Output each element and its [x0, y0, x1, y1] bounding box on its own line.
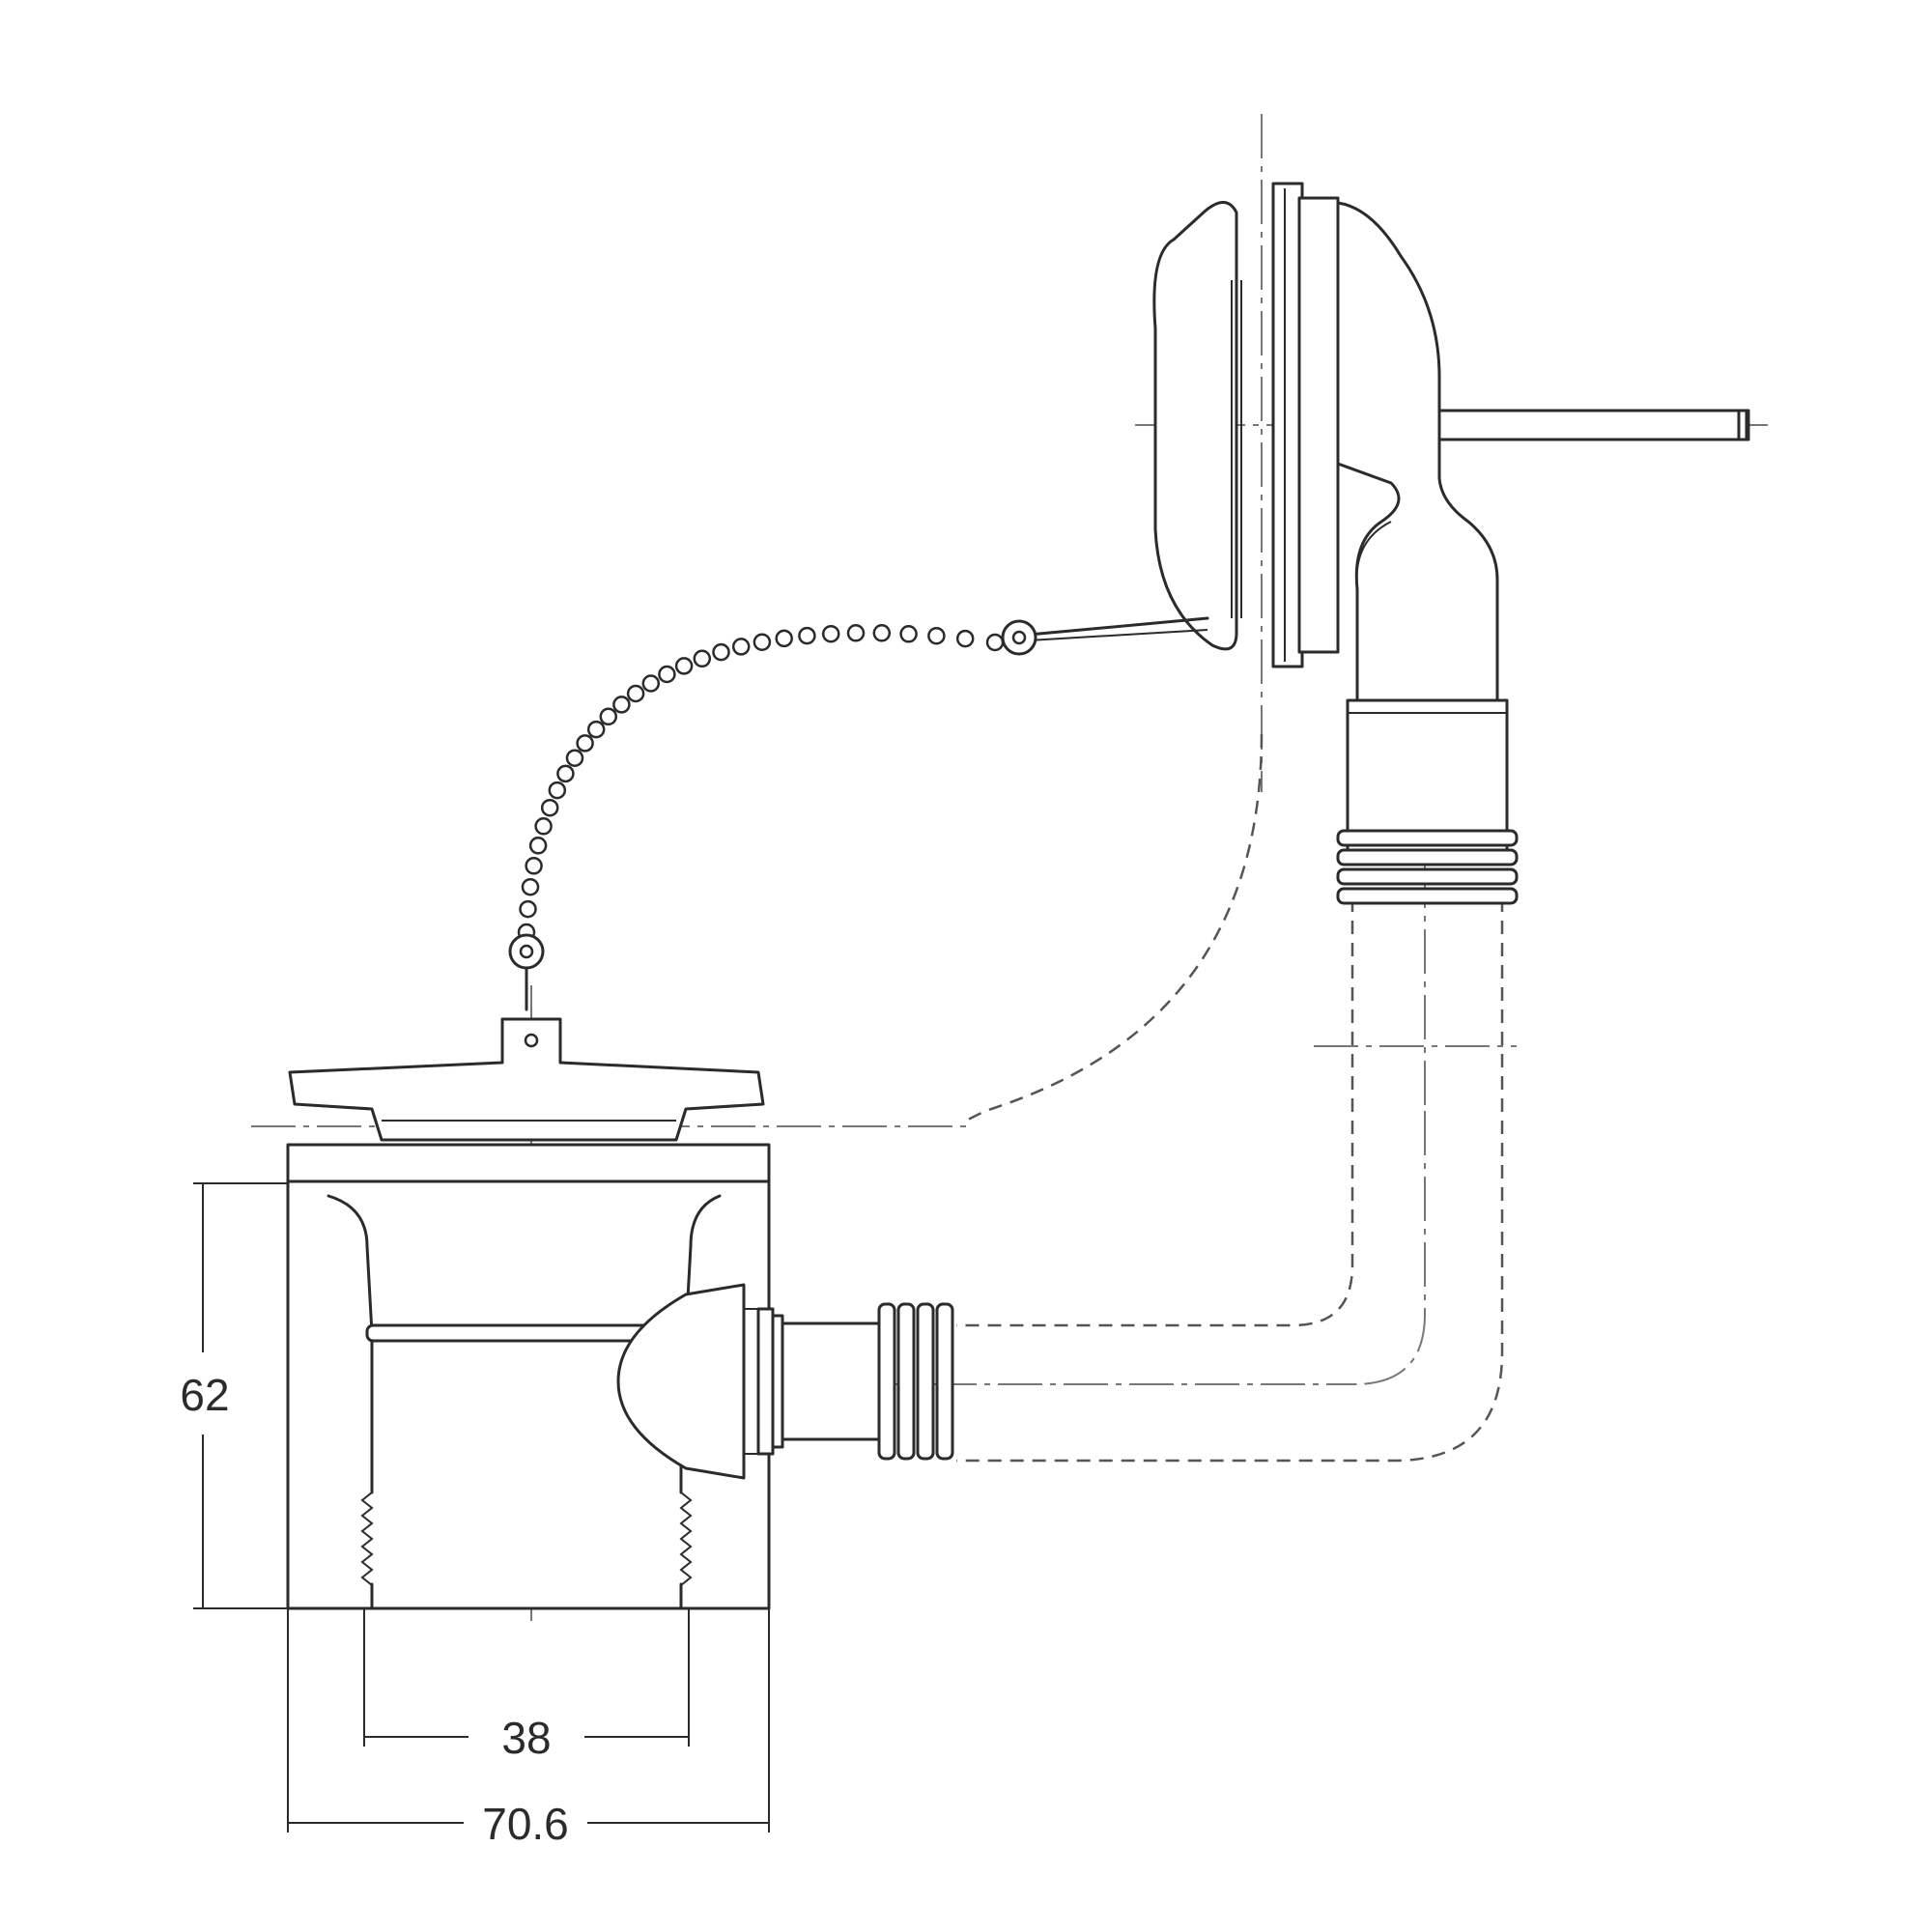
chain-bead	[576, 734, 594, 753]
chain-bead	[658, 665, 676, 684]
waste-outlet-tube	[781, 1321, 886, 1441]
dimension-height: 62	[180, 1182, 288, 1609]
chain-bead	[521, 877, 540, 896]
chain-bead	[626, 684, 645, 703]
waste-outlet-nut	[756, 1307, 775, 1456]
overflow-rod	[1437, 409, 1750, 441]
chain-bead	[534, 817, 553, 836]
chain-bead	[565, 749, 584, 767]
chain-bead	[540, 798, 559, 817]
chain-bead	[731, 638, 751, 656]
chain-bead	[674, 657, 694, 675]
dimension-outer-diameter: 70.6	[287, 1608, 770, 1849]
chain-bead	[821, 624, 840, 643]
chain-bead	[712, 642, 730, 662]
overflow-elbow	[1336, 201, 1499, 702]
hidden-pipe-lines	[956, 733, 1504, 1463]
chain-bead	[641, 674, 661, 693]
thread-left	[360, 1492, 374, 1586]
waste-flange	[286, 1143, 771, 1183]
chain-bead	[548, 781, 567, 800]
chain-bead	[528, 837, 548, 855]
chain-bead	[556, 764, 575, 783]
plug-handle	[288, 1017, 765, 1142]
chain-bead	[846, 624, 866, 642]
chain-bead	[525, 857, 543, 875]
chain-bead	[872, 624, 892, 642]
overflow-rib-connector	[1336, 829, 1519, 905]
chain-bead	[599, 707, 618, 726]
chain-bead	[899, 625, 918, 643]
chain-bead	[753, 633, 772, 651]
plug	[288, 1017, 765, 1142]
waste-rib-connector	[877, 1302, 954, 1461]
overflow-tube	[1346, 698, 1509, 852]
chain-bead	[798, 626, 816, 645]
chain-bead	[519, 899, 537, 919]
waste-body	[286, 1143, 954, 1610]
waste-outlet-dome	[616, 1283, 746, 1480]
chain-bead	[612, 696, 631, 714]
overflow-rose	[1152, 201, 1238, 651]
chain-bead	[955, 629, 975, 648]
chain-beads	[517, 624, 1005, 942]
chain-bead	[985, 633, 1005, 652]
chain-bead	[586, 720, 606, 739]
chain-bead	[927, 626, 946, 645]
dimension-outer-diameter-label: 70.6	[482, 1799, 569, 1849]
plug-chain	[508, 616, 1209, 1011]
dimension-inner-diameter-label: 38	[501, 1713, 551, 1763]
overflow-assembly	[1152, 182, 1750, 905]
dimension-inner-diameter: 38	[363, 1608, 690, 1763]
chain-bead	[775, 629, 793, 648]
thread-right	[679, 1492, 693, 1586]
dimension-height-label: 62	[180, 1370, 229, 1420]
chain-bead	[693, 649, 712, 668]
